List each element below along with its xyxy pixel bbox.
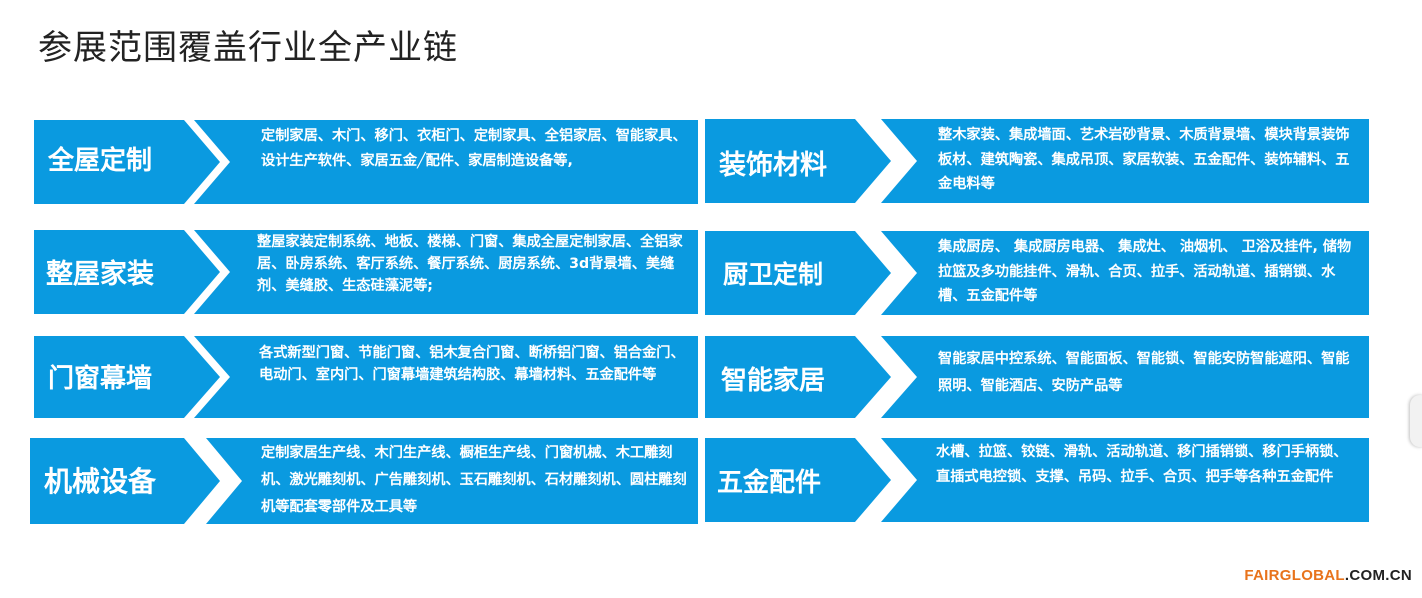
category-block bbox=[705, 438, 1369, 522]
brand-domain: .COM.CN bbox=[1344, 567, 1412, 584]
category-item: 整屋家装 整屋家装定制系统、地板、楼梯、门窗、集成全屋定制家居、全铝家居、卧房系… bbox=[34, 230, 698, 314]
category-label: 整屋家装 bbox=[46, 259, 154, 290]
category-description: 水槽、拉篮、铰链、滑轨、活动轨道、移门插销锁、移门手柄锁、直插式电控锁、支撑、吊… bbox=[936, 444, 1348, 485]
category-description: 整木家装、集成墙面、艺术岩砂背景、木质背景墙、模块背景装饰板材、建筑陶瓷、集成吊… bbox=[938, 127, 1350, 192]
category-label: 五金配件 bbox=[717, 468, 822, 498]
category-label: 全屋定制 bbox=[48, 146, 153, 176]
category-item: 五金配件 水槽、拉篮、铰链、滑轨、活动轨道、移门插销锁、移门手柄锁、直插式电控锁… bbox=[705, 438, 1369, 522]
category-item: 智能家居 智能家居中控系统、智能面板、智能锁、智能安防智能遮阳、智能照明、智能酒… bbox=[705, 336, 1369, 418]
category-block bbox=[705, 231, 1369, 315]
category-description: 各式新型门窗、节能门窗、铝木复合门窗、断桥铝门窗、铝合金门、电动门、室内门、门窗… bbox=[259, 345, 685, 383]
category-description: 整屋家装定制系统、地板、楼梯、门窗、集成全屋定制家居、全铝家居、卧房系统、客厅系… bbox=[257, 234, 683, 294]
category-item: 机械设备 定制家居生产线、木门生产线、橱柜生产线、门窗机械、木工雕刻机、激光雕刻… bbox=[30, 438, 698, 524]
brand-logo: FAIRGLOBAL.COM.CN bbox=[1244, 567, 1412, 584]
category-block bbox=[30, 438, 698, 524]
category-block bbox=[705, 119, 1369, 203]
category-label: 装饰材料 bbox=[719, 150, 827, 181]
category-label: 机械设备 bbox=[44, 465, 157, 498]
category-description: 定制家居、木门、移门、衣柜门、定制家具、全铝家居、智能家具、设计生产软件、家居五… bbox=[261, 128, 687, 169]
category-item: 装饰材料 整木家装、集成墙面、艺术岩砂背景、木质背景墙、模块背景装饰板材、建筑陶… bbox=[705, 119, 1369, 203]
category-description: 定制家居生产线、木门生产线、橱柜生产线、门窗机械、木工雕刻机、激光雕刻机、广告雕… bbox=[261, 445, 687, 515]
category-description: 智能家居中控系统、智能面板、智能锁、智能安防智能遮阳、智能照明、智能酒店、安防产… bbox=[938, 351, 1350, 394]
category-block bbox=[34, 230, 698, 314]
category-description: 集成厨房、 集成厨房电器、 集成灶、 油烟机、 卫浴及挂件, 储物拉篮及多功能挂… bbox=[938, 239, 1352, 304]
category-block bbox=[705, 336, 1369, 418]
category-item: 门窗幕墙 各式新型门窗、节能门窗、铝木复合门窗、断桥铝门窗、铝合金门、电动门、室… bbox=[34, 336, 698, 418]
category-label: 智能家居 bbox=[721, 366, 826, 396]
side-panel-handle[interactable] bbox=[1410, 395, 1422, 447]
category-block bbox=[34, 336, 698, 418]
category-label: 门窗幕墙 bbox=[48, 364, 153, 394]
page-title: 参展范围覆盖行业全产业链 bbox=[38, 28, 458, 68]
category-item: 厨卫定制 集成厨房、 集成厨房电器、 集成灶、 油烟机、 卫浴及挂件, 储物拉篮… bbox=[705, 231, 1369, 315]
category-item: 全屋定制 定制家居、木门、移门、衣柜门、定制家具、全铝家居、智能家具、设计生产软… bbox=[34, 120, 698, 204]
category-label: 厨卫定制 bbox=[723, 260, 824, 289]
brand-name: FAIRGLOBAL bbox=[1244, 567, 1345, 584]
category-block bbox=[34, 120, 698, 204]
